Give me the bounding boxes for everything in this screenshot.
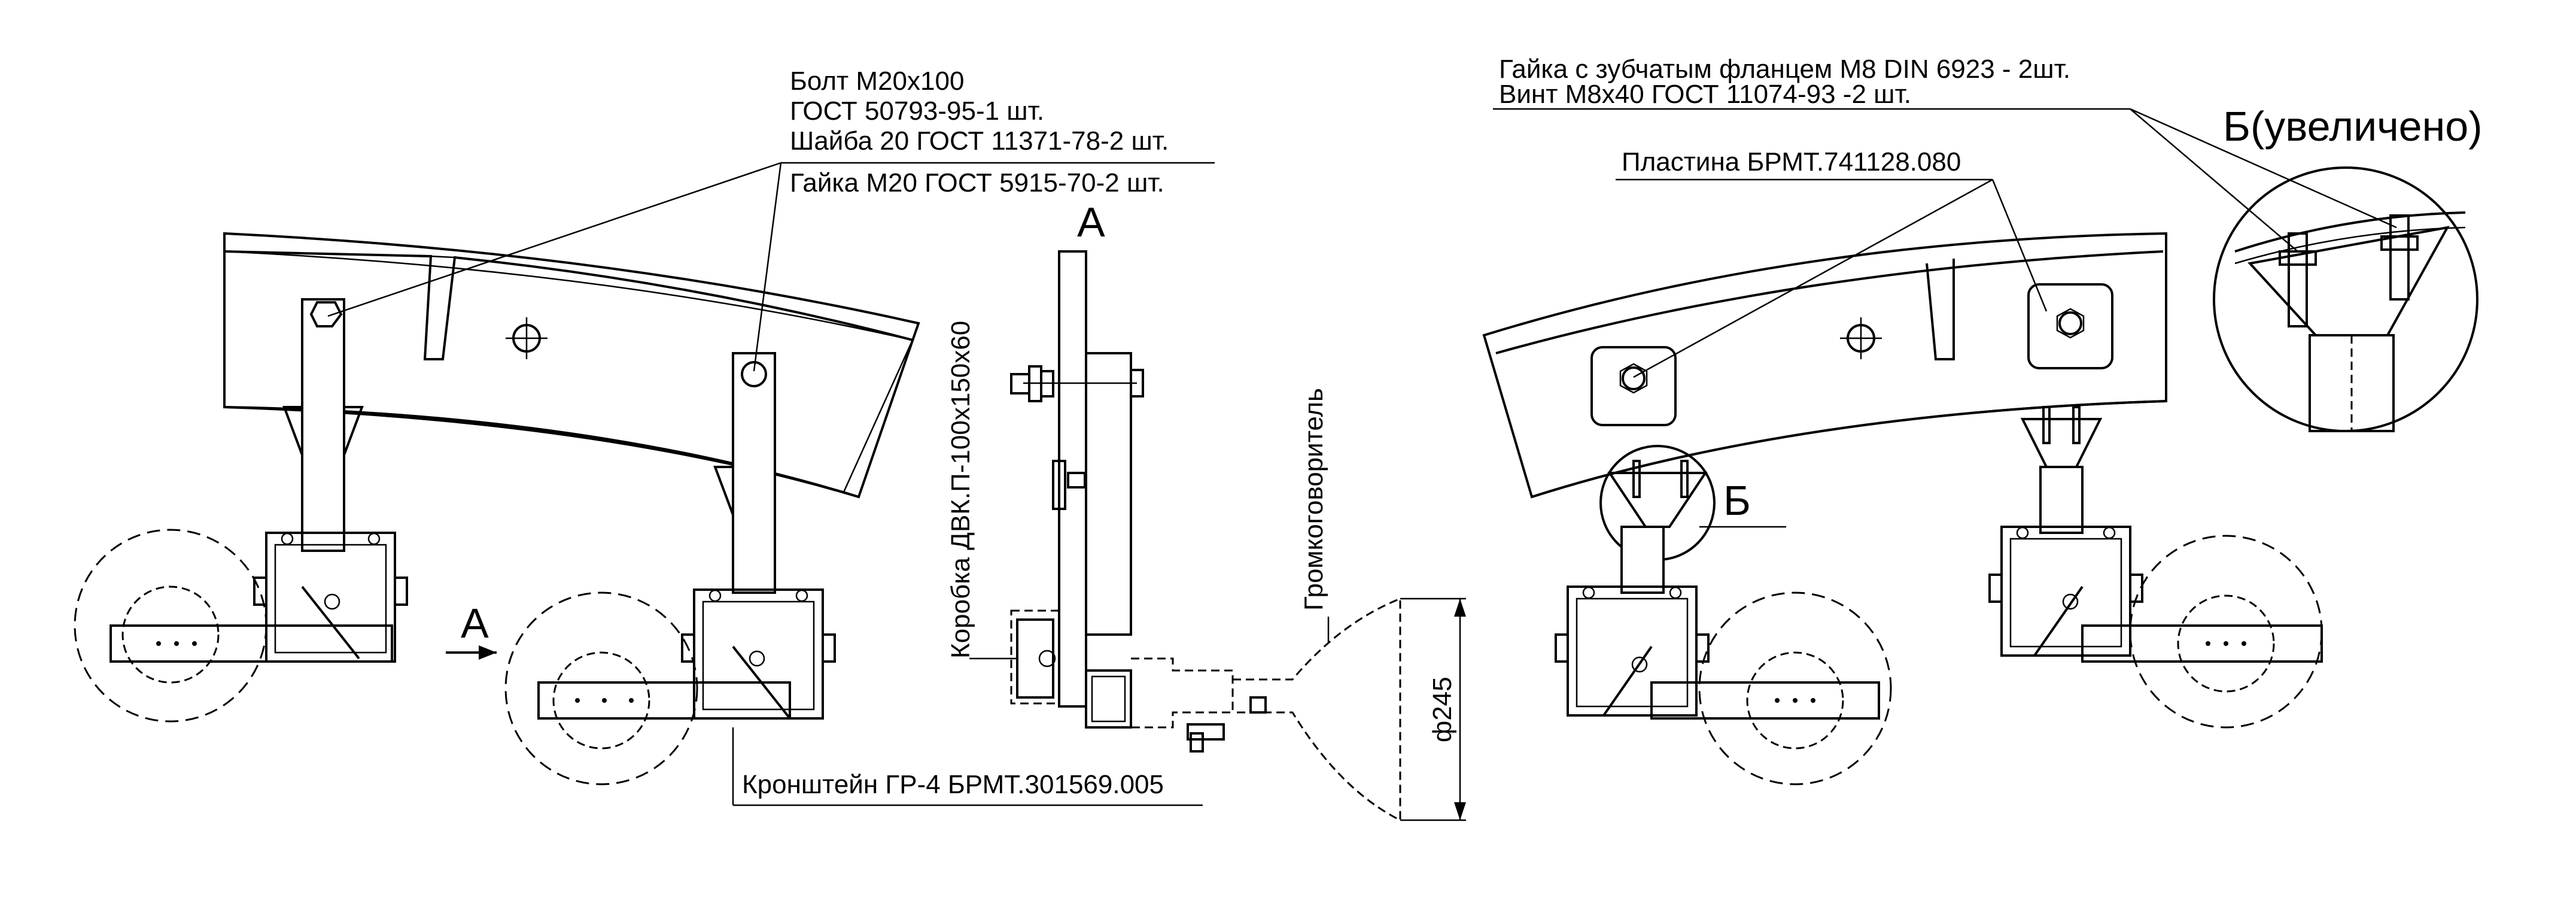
left-bracket-2 xyxy=(504,352,836,785)
left-callout-line-2: ГОСТ 50793-95-1 шт. xyxy=(790,96,1044,126)
right-beam-section xyxy=(1482,232,2167,499)
detail-marker: Б xyxy=(1723,477,1751,524)
view-marker-arrow: А xyxy=(461,600,489,647)
box-label: Коробка ДВК.П-100х150х60 xyxy=(946,321,975,659)
left-callout-line-3: Шайба 20 ГОСТ 11371-78-2 шт. xyxy=(790,126,1169,156)
right-bracket-2 xyxy=(1988,406,2323,729)
left-callout-line-1: Болт М20х100 xyxy=(790,66,964,96)
view-arrow-a: А xyxy=(446,600,497,660)
detail-b-enlarged xyxy=(2213,166,2478,432)
diameter-label: ф245 xyxy=(1428,676,1457,742)
view-marker-top: А xyxy=(1077,199,1105,245)
detail-title: Б(увеличено) xyxy=(2223,103,2483,150)
bracket-label: Кронштейн ГР-4 БРМТ.301569.005 xyxy=(742,770,1164,799)
bracket-leader xyxy=(732,727,1203,806)
left-callout-line-4: Гайка М20 ГОСТ 5915-70-2 шт. xyxy=(790,168,1164,198)
right-callout-line-2: Винт М8х40 ГОСТ 11074-93 -2 шт. xyxy=(1499,80,1911,109)
left-bracket-1 xyxy=(74,298,408,723)
left-leaders xyxy=(327,162,1215,372)
right-callout-line-1: Гайка с зубчатым фланцем М8 DIN 6923 - 2… xyxy=(1499,54,2070,84)
right-leaders xyxy=(1493,108,2397,378)
speaker-label: Громкоговоритель xyxy=(1299,388,1328,611)
center-side-view: А xyxy=(1010,199,1466,822)
right-bracket-1 xyxy=(1555,445,1892,785)
plate-label: Пластина БРМТ.741128.080 xyxy=(1622,147,1961,177)
